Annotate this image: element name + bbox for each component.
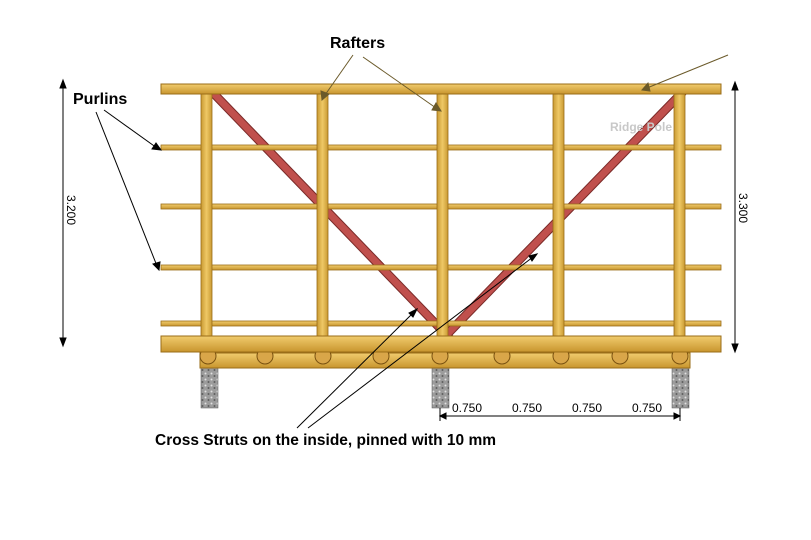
spacing-value: 0.750 <box>452 401 482 415</box>
rafter <box>200 83 213 338</box>
rafters-leaders <box>320 54 442 112</box>
spacing-dimension-line <box>438 408 682 421</box>
rafter <box>436 83 449 338</box>
right-height-dimension <box>731 80 739 354</box>
spacing-values: 0.750 0.750 0.750 0.750 <box>452 401 662 415</box>
left-height-dimension <box>59 78 67 348</box>
ridge-leader <box>641 54 729 92</box>
cross-struts-leaders <box>296 253 539 429</box>
left-height-value: 3.200 <box>64 195 78 225</box>
ridge-pole-label: Ridge Pole <box>610 120 672 134</box>
post-footing-right <box>671 367 690 409</box>
purlins-label: Purlins <box>73 91 127 108</box>
rafters-label: Rafters <box>330 35 385 52</box>
post-footing-left <box>200 367 219 409</box>
rafter <box>673 83 686 338</box>
rafter <box>552 83 565 338</box>
bottom-plate <box>160 335 722 353</box>
cross-struts-label: Cross Struts on the inside, pinned with … <box>155 432 496 449</box>
spacing-value: 0.750 <box>512 401 542 415</box>
ridge-pole <box>160 83 722 95</box>
rafter <box>316 83 329 338</box>
spacing-value: 0.750 <box>572 401 602 415</box>
spacing-value: 0.750 <box>632 401 662 415</box>
purlins-leaders <box>95 109 163 272</box>
post-footing-middle <box>431 367 450 409</box>
right-height-value: 3.300 <box>736 193 750 223</box>
